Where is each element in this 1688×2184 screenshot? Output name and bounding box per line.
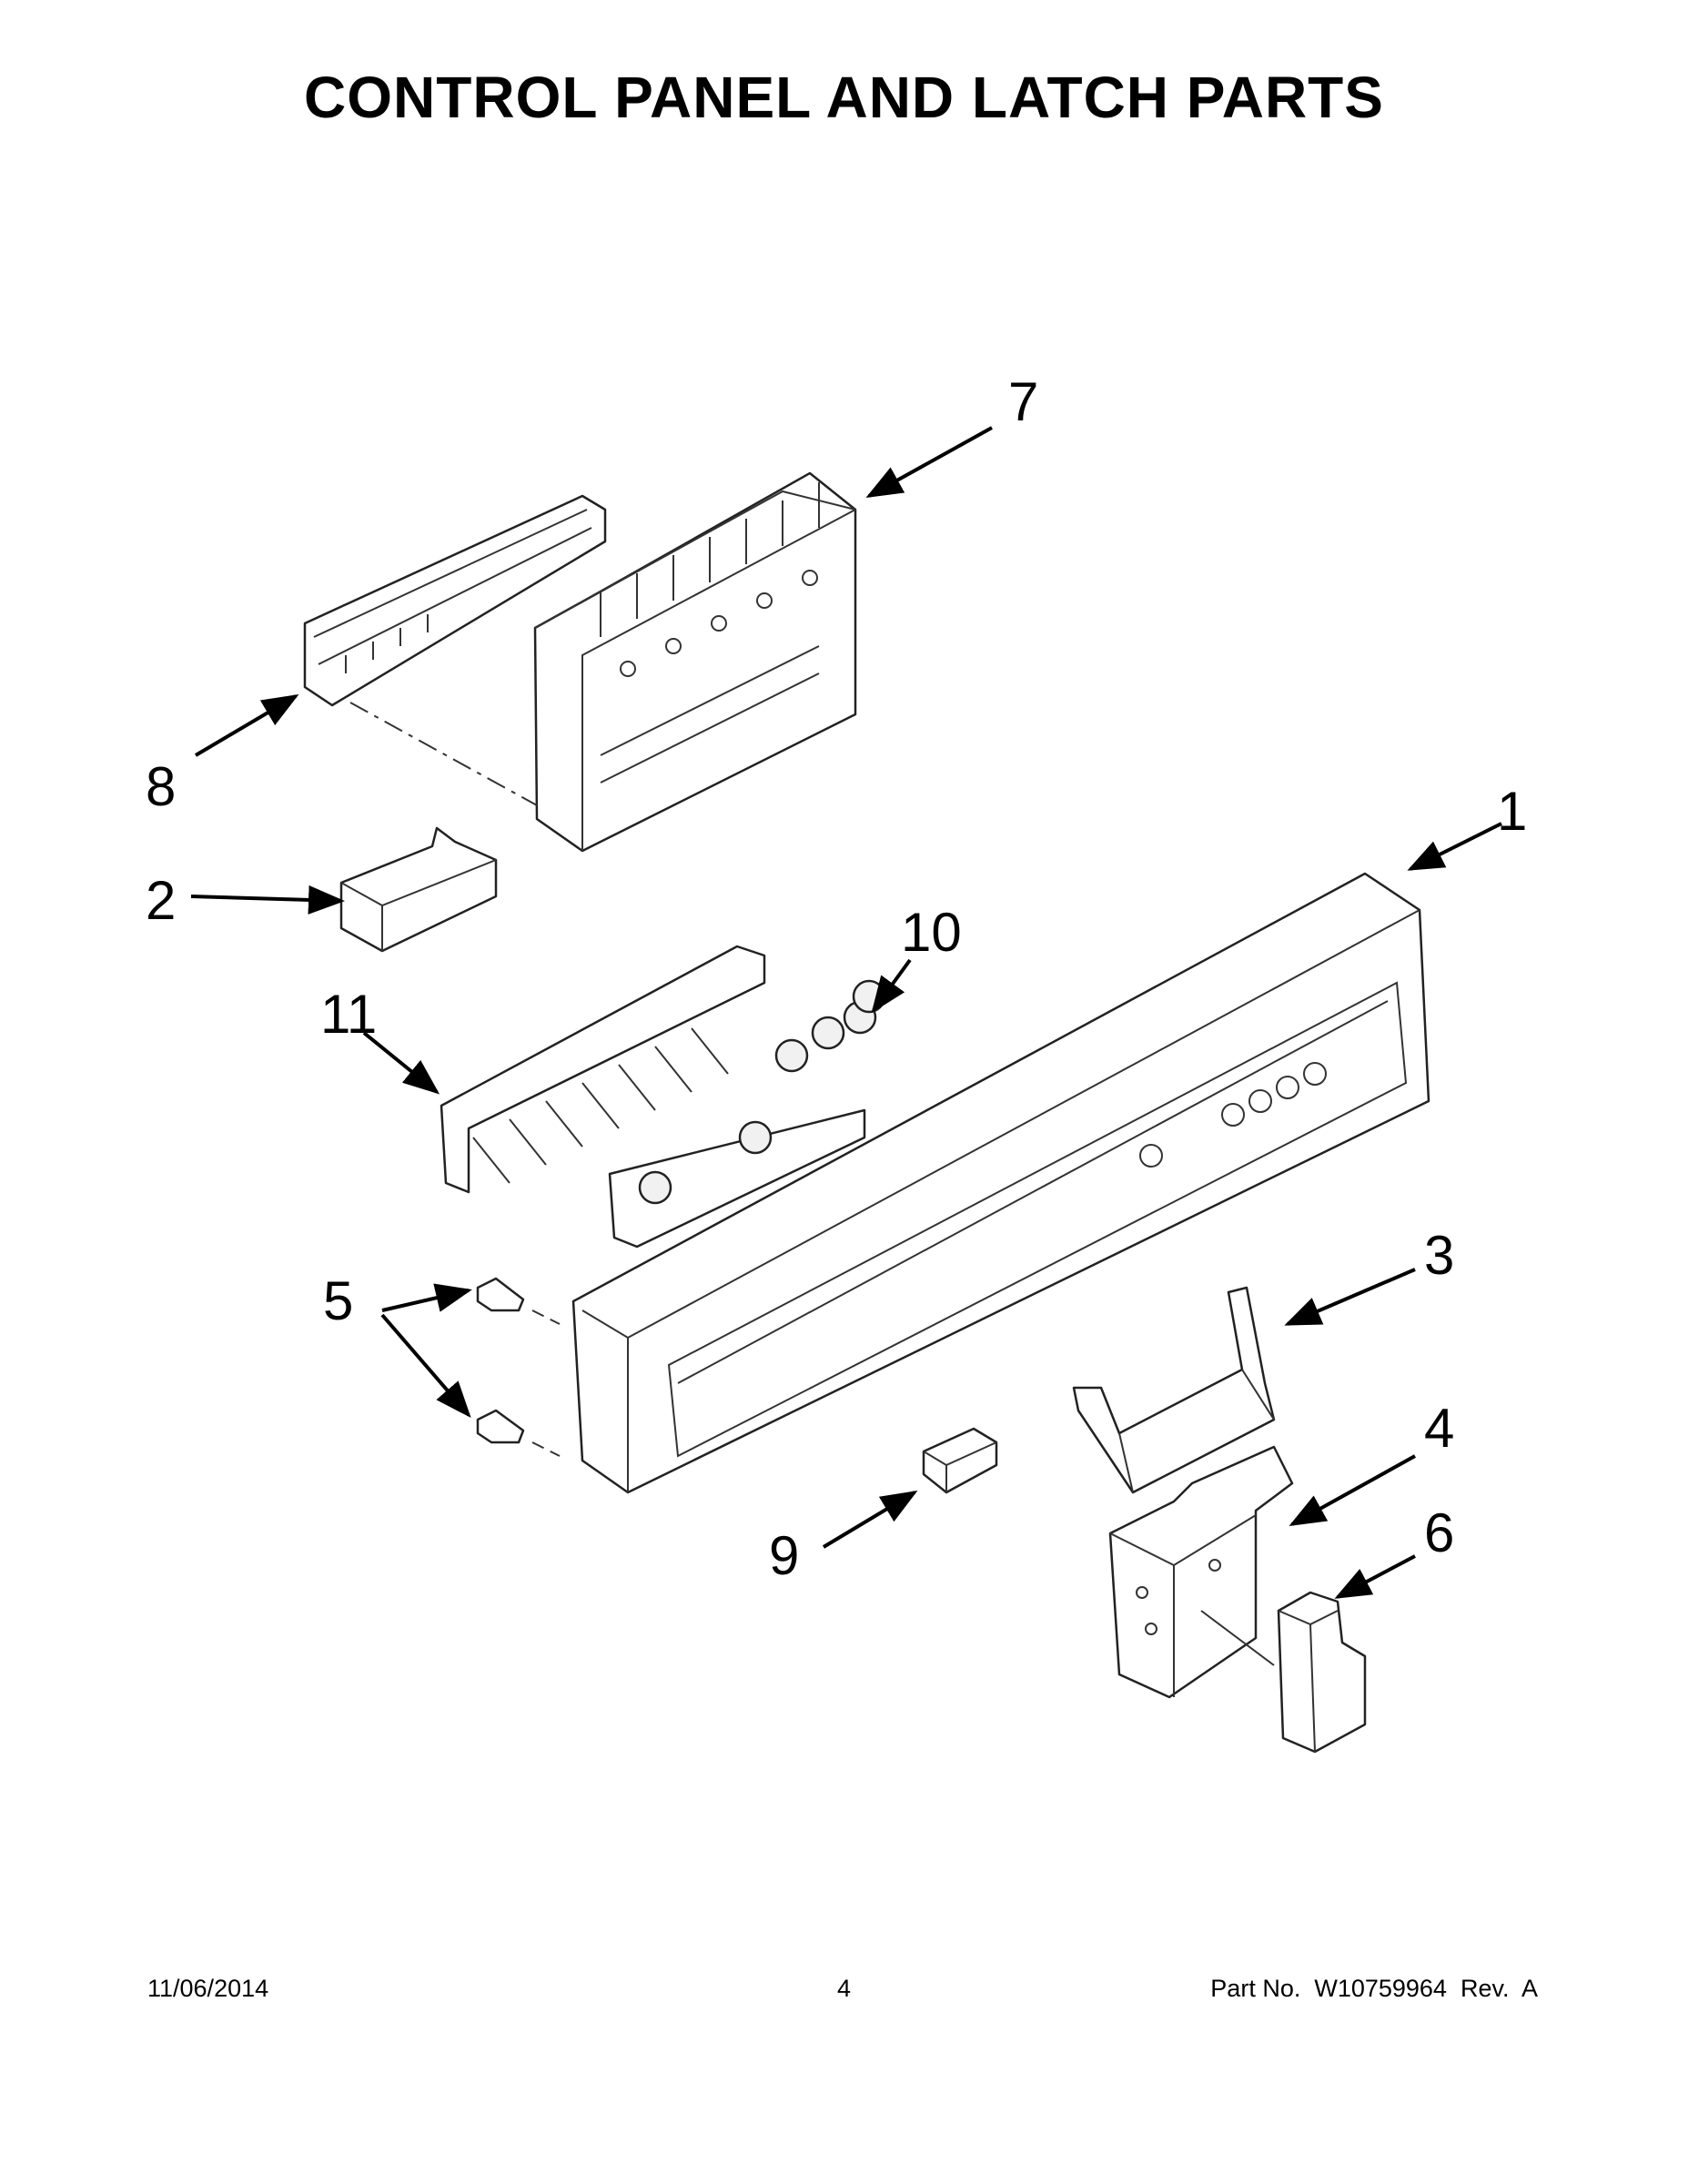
callout-11: 11 bbox=[320, 984, 377, 1045]
part-2-bracket bbox=[339, 826, 498, 953]
callout-1: 1 bbox=[1497, 781, 1527, 842]
callout-3: 3 bbox=[1424, 1225, 1454, 1286]
callout-9: 9 bbox=[769, 1525, 799, 1586]
part-3-latch-bracket bbox=[1072, 1286, 1276, 1494]
leader-lines bbox=[190, 426, 1502, 1599]
callout-4: 4 bbox=[1424, 1398, 1454, 1459]
callout-5: 5 bbox=[323, 1270, 353, 1331]
callout-7: 7 bbox=[1008, 371, 1038, 432]
part-6-latch-actuator bbox=[1200, 1591, 1367, 1754]
callout-2: 2 bbox=[146, 870, 176, 931]
part-5-screws bbox=[476, 1277, 561, 1457]
alignment-line bbox=[349, 702, 538, 806]
footer-part-number: Part No. W10759964 Rev. A bbox=[1210, 1975, 1538, 2002]
part-8-bracket bbox=[303, 494, 607, 707]
part-7-control-board bbox=[533, 471, 857, 853]
page-title: CONTROL PANEL AND LATCH PARTS bbox=[304, 65, 1384, 130]
footer-page-number: 4 bbox=[836, 1975, 852, 2002]
part-9-switch bbox=[922, 1427, 998, 1494]
callout-8: 8 bbox=[146, 756, 176, 817]
part-1-control-panel bbox=[571, 872, 1430, 1494]
footer-date: 11/06/2014 bbox=[147, 1975, 269, 2002]
part-4-door-latch bbox=[1108, 1445, 1294, 1699]
callout-10: 10 bbox=[901, 902, 962, 963]
callout-6: 6 bbox=[1424, 1502, 1454, 1563]
